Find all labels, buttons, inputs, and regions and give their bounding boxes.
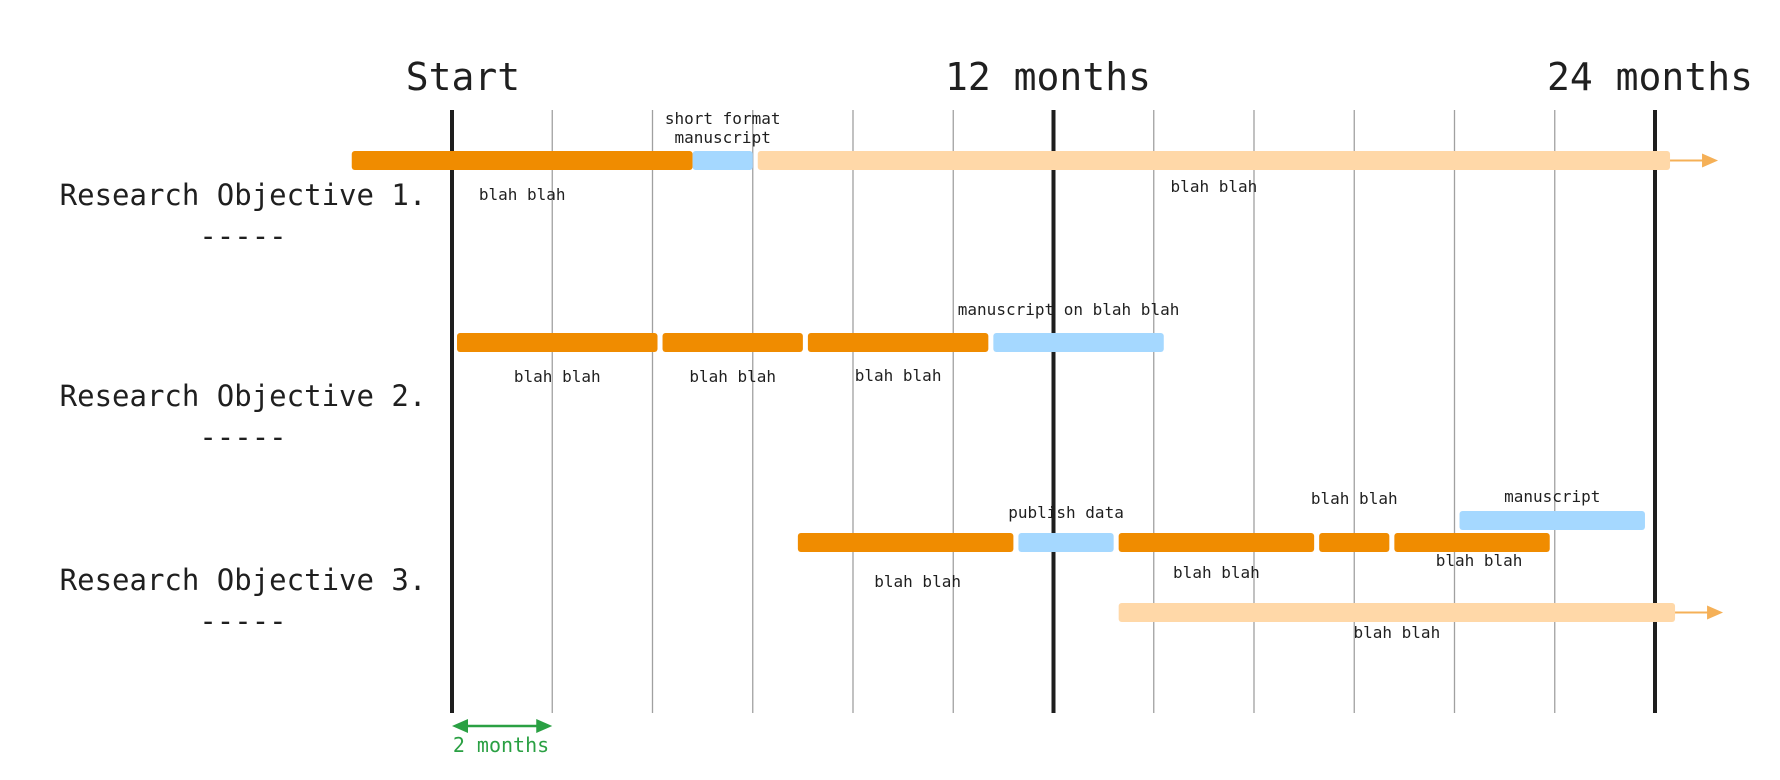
scale-label: 2 months bbox=[453, 733, 549, 757]
task-label: blah blah bbox=[689, 367, 776, 386]
task-label: blah blah bbox=[1311, 489, 1398, 508]
task-label: manuscript bbox=[1504, 487, 1600, 506]
scale-arrow-head-left bbox=[452, 719, 468, 733]
milestone-label-start: Start bbox=[406, 55, 520, 99]
objective-1-subtitle: ----- bbox=[199, 219, 286, 253]
task-label: blah blah bbox=[855, 366, 942, 385]
ongoing-bar bbox=[1118, 603, 1676, 622]
task-bar bbox=[807, 333, 989, 352]
objective-3-subtitle: ----- bbox=[199, 604, 286, 638]
task-label: manuscript on blah blah bbox=[958, 300, 1180, 319]
timeline-grid bbox=[450, 110, 1657, 713]
task-label: blah blah bbox=[479, 185, 566, 204]
manuscript-bar bbox=[692, 151, 753, 170]
milestone-label-12-months: 12 months bbox=[945, 55, 1151, 99]
objective-3-title: Research Objective 3. bbox=[60, 563, 427, 597]
manuscript-bar bbox=[1018, 533, 1114, 552]
task-bar bbox=[662, 333, 803, 352]
task-bar bbox=[1118, 533, 1315, 552]
manuscript-bar bbox=[993, 333, 1164, 352]
objective-2-title: Research Objective 2. bbox=[60, 379, 427, 413]
scale-indicator bbox=[452, 719, 553, 733]
objective-2-subtitle: ----- bbox=[199, 420, 286, 454]
labels: Start 12 months 24 months Research Objec… bbox=[60, 55, 1753, 757]
objective-1-title: Research Objective 1. bbox=[60, 178, 427, 212]
task-label: blah blah bbox=[1173, 563, 1260, 582]
task-bar bbox=[797, 533, 1014, 552]
task-bar bbox=[1319, 533, 1390, 552]
task-label: short format bbox=[665, 109, 781, 128]
ongoing-bar bbox=[757, 151, 1671, 170]
task-label: manuscript bbox=[675, 128, 771, 147]
task-label: blah blah bbox=[1171, 177, 1258, 196]
continuation-arrow-head bbox=[1702, 153, 1719, 168]
task-label: publish data bbox=[1008, 503, 1124, 522]
scale-arrow-head-right bbox=[536, 719, 553, 733]
task-label: blah blah bbox=[874, 572, 961, 591]
task-bar bbox=[457, 333, 658, 352]
task-bar bbox=[1394, 533, 1550, 552]
task-bar bbox=[351, 151, 693, 170]
continuation-arrow-head bbox=[1707, 605, 1724, 620]
task-label: blah blah bbox=[514, 367, 601, 386]
task-label: blah blah bbox=[1436, 551, 1523, 570]
manuscript-bar bbox=[1459, 511, 1645, 530]
task-label: blah blah bbox=[1354, 623, 1441, 642]
milestone-label-24-months: 24 months bbox=[1547, 55, 1753, 99]
